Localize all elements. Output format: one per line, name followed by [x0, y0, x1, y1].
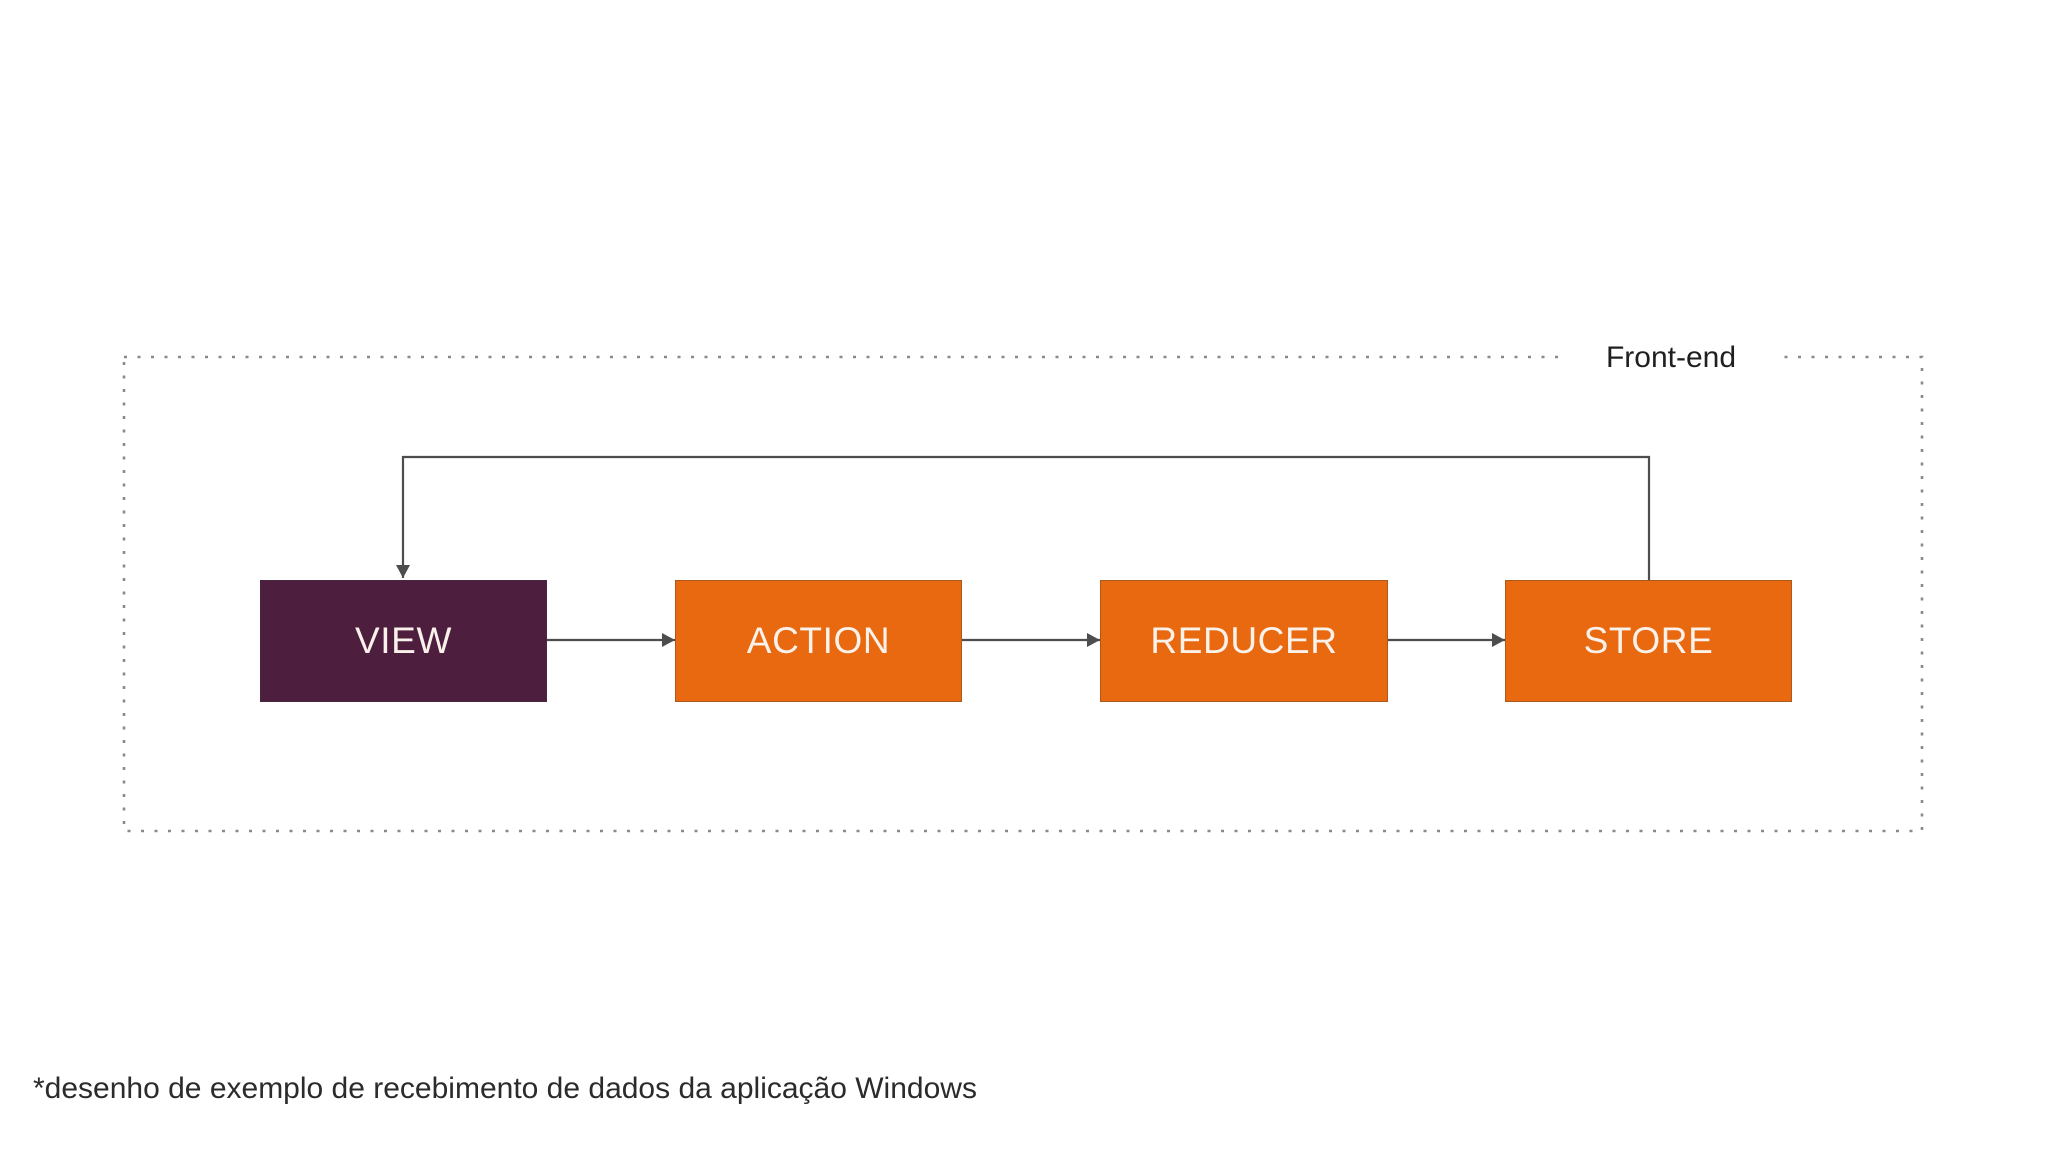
node-reducer-label: REDUCER — [1150, 620, 1338, 661]
caption-text: *desenho de exemplo de recebimento de da… — [33, 1072, 977, 1105]
frontend-label: Front-end — [1565, 339, 1777, 376]
frontend-boundary — [122, 355, 1924, 833]
node-action-label: ACTION — [746, 620, 891, 661]
node-reducer: REDUCER — [1100, 580, 1388, 702]
node-store: STORE — [1505, 580, 1792, 702]
edge-store-view-feedback — [396, 455, 1651, 580]
node-store-label: STORE — [1583, 620, 1714, 661]
node-view-label: VIEW — [355, 620, 452, 661]
node-action: ACTION — [675, 580, 962, 702]
node-view: VIEW — [260, 580, 547, 702]
